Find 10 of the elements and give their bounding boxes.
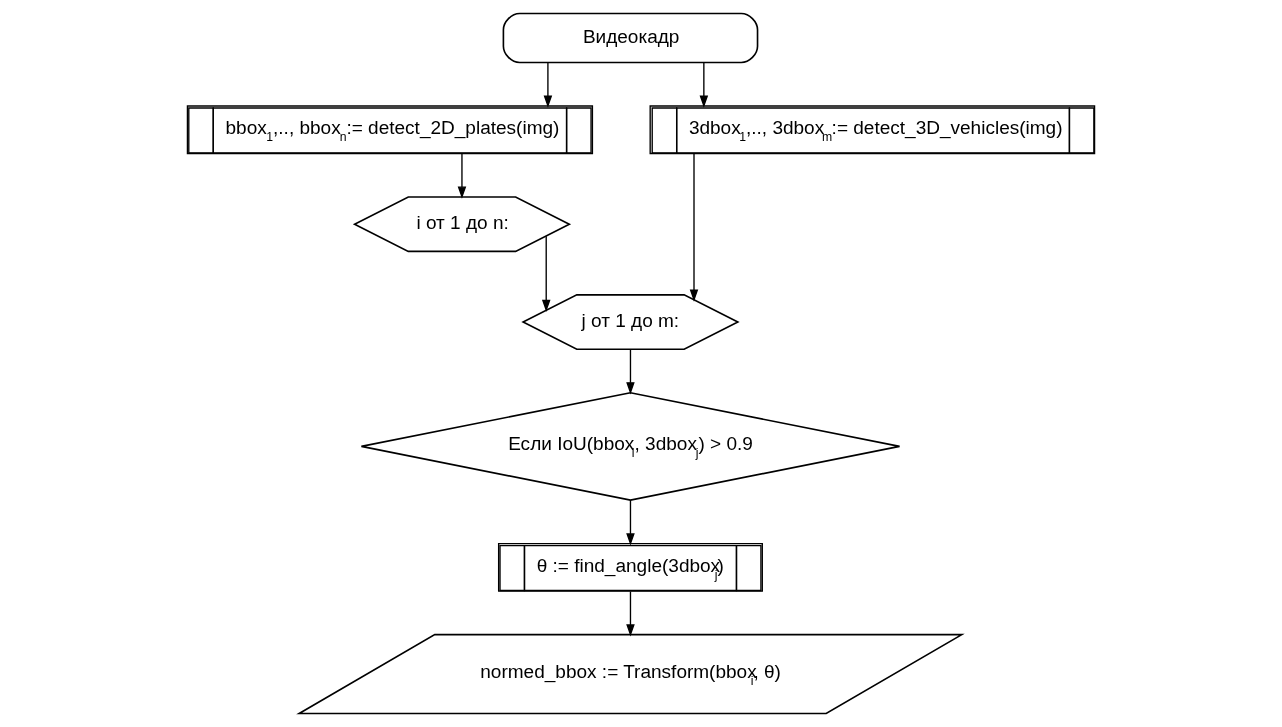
node-diamond: Если IoU(bbox$_{i}$, 3dbox$_{j}$) > 0.9 xyxy=(360,391,901,501)
arrow xyxy=(689,153,699,302)
arrow xyxy=(626,499,635,546)
arrow xyxy=(543,61,553,108)
arrow xyxy=(699,61,709,108)
arrow xyxy=(626,348,635,395)
arrow xyxy=(626,590,635,637)
arrow xyxy=(457,152,467,199)
arrow xyxy=(541,235,551,312)
node-box: Видеокадр xyxy=(502,12,759,64)
